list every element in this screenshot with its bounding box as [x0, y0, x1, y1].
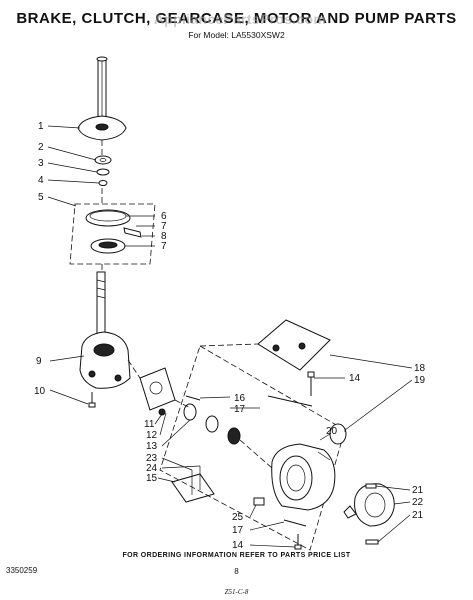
callout-2: 2 [38, 142, 44, 153]
callout-21b: 21 [412, 510, 424, 521]
callout-labels: 1 2 3 4 5 6 7 8 7 9 10 11 12 13 23 24 15… [34, 121, 426, 551]
motor-box [159, 345, 346, 551]
callout-23: 23 [146, 453, 158, 464]
brake-assembly-box [69, 203, 156, 265]
callout-10: 10 [34, 386, 46, 397]
callout-18: 18 [414, 363, 426, 374]
callout-17b: 17 [232, 525, 244, 536]
bolt-part [88, 392, 96, 408]
callout-6: 6 [161, 211, 167, 222]
callout-14b: 14 [232, 540, 244, 551]
callout-15: 15 [146, 473, 158, 484]
callout-5: 5 [38, 192, 44, 203]
leader-lines [47, 125, 413, 548]
callout-12: 12 [146, 430, 158, 441]
mounting-plate-part [139, 367, 176, 416]
callout-7b: 7 [161, 241, 167, 252]
coupling-part [183, 403, 241, 445]
callout-17a: 17 [234, 404, 246, 415]
callout-25: 25 [232, 512, 244, 523]
callout-7a: 7 [161, 221, 167, 232]
spring-washer-part [96, 168, 110, 176]
motor-part [271, 443, 336, 511]
bracket-part [171, 466, 215, 503]
document-number: 3350259 [6, 566, 38, 575]
callout-14a: 14 [349, 373, 361, 384]
capacitor-part [319, 423, 347, 445]
washer-part [94, 155, 112, 165]
watermark: AppliancePartsPros.com [153, 11, 327, 27]
bottom-mark: Z51-C-8 [224, 588, 249, 596]
callout-4: 4 [38, 175, 44, 186]
callout-24: 24 [146, 463, 158, 474]
model-subtitle: For Model: LA5530XSW2 [188, 30, 285, 40]
assembly-guide-lines [101, 140, 273, 469]
spring-part [253, 497, 265, 506]
page-title: BRAKE, CLUTCH, GEARCASE, MOTOR AND PUMP … [16, 10, 457, 27]
callout-9: 9 [36, 356, 42, 367]
lower-bolt-part [294, 534, 302, 550]
callout-3: 3 [38, 158, 44, 169]
gearcase-part [79, 271, 131, 389]
upper-rod-part [267, 395, 313, 407]
pump-part [343, 483, 395, 527]
callout-1: 1 [38, 121, 44, 132]
callout-21a: 21 [412, 485, 424, 496]
callout-8: 8 [161, 231, 167, 242]
lower-rod-part [283, 519, 307, 527]
pin-part [185, 395, 201, 401]
page-number: 8 [234, 567, 239, 576]
callout-11: 11 [144, 419, 155, 430]
upper-bolt-part [307, 371, 315, 396]
gasket-part [257, 319, 331, 371]
callout-13: 13 [146, 441, 158, 452]
ordering-note: FOR ORDERING INFORMATION REFER TO PARTS … [122, 552, 351, 559]
callout-22: 22 [412, 497, 424, 508]
callout-16: 16 [234, 393, 246, 404]
callout-19: 19 [414, 375, 426, 386]
ring-part [98, 180, 108, 186]
spin-tube-part [77, 56, 127, 141]
callout-20: 20 [326, 426, 338, 437]
